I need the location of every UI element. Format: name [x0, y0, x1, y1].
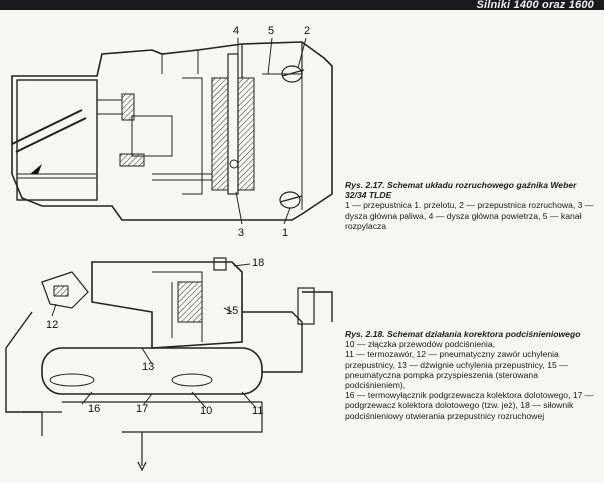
throttle-valve: [279, 191, 301, 209]
vacuum-hose: [5, 291, 333, 413]
callout-4: 4: [233, 25, 239, 37]
caption-title: Rys. 2.17. Schemat układu rozruchowego g…: [345, 180, 577, 201]
drain-arrow: [137, 432, 147, 472]
figure-2-18-vacuum-corrector-diagram: 18 12 13 15 16 17 10 11: [2, 252, 336, 478]
callout-10: 10: [200, 405, 212, 417]
callout-18: 18: [252, 257, 264, 269]
caption-title: Rys. 2.18. Schemat działania korektora p…: [345, 329, 581, 339]
callout-5: 5: [268, 25, 274, 37]
caption-legend: 10 — złączka przewodów podciśnienia, 11 …: [345, 339, 594, 421]
page-header-band: Silniki 1400 oraz 1600: [0, 0, 604, 11]
callout-15: 15: [226, 305, 238, 317]
callout-12: 12: [46, 319, 58, 331]
caption-legend: 1 — przepustnica 1. przelotu, 2 — przepu…: [345, 200, 594, 231]
air-flow-arrow: [30, 164, 42, 174]
choke-actuator: [213, 257, 227, 271]
page-header-title: Silniki 1400 oraz 1600: [476, 0, 594, 11]
callout-11: 11: [252, 405, 263, 417]
fuel-inlet-pipe: [11, 109, 87, 153]
carburetor-starting-system-drawing: 4 5 2 3 1: [11, 25, 333, 238]
venturi-column: [211, 77, 229, 191]
figure-2-17-caption: Rys. 2.17. Schemat układu rozruchowego g…: [345, 180, 597, 231]
float-chamber: [16, 79, 98, 201]
callout-16: 16: [88, 403, 100, 415]
throttle-tilt-valve: [41, 271, 89, 309]
callout-2: 2: [304, 25, 310, 37]
figure-2-18-caption: Rys. 2.18. Schemat działania korektora p…: [345, 329, 597, 421]
choke-valve: [281, 65, 303, 83]
callout-1: 1: [282, 227, 288, 238]
figure-2-17-carburetor-diagram: 4 5 2 3 1: [2, 14, 336, 238]
callout-3: 3: [238, 227, 244, 238]
vacuum-corrector-drawing: 18 12 13 15 16 17 10 11: [5, 257, 333, 472]
callout-17: 17: [136, 403, 148, 415]
accelerator-pump: [297, 287, 315, 325]
callout-13: 13: [142, 361, 154, 373]
